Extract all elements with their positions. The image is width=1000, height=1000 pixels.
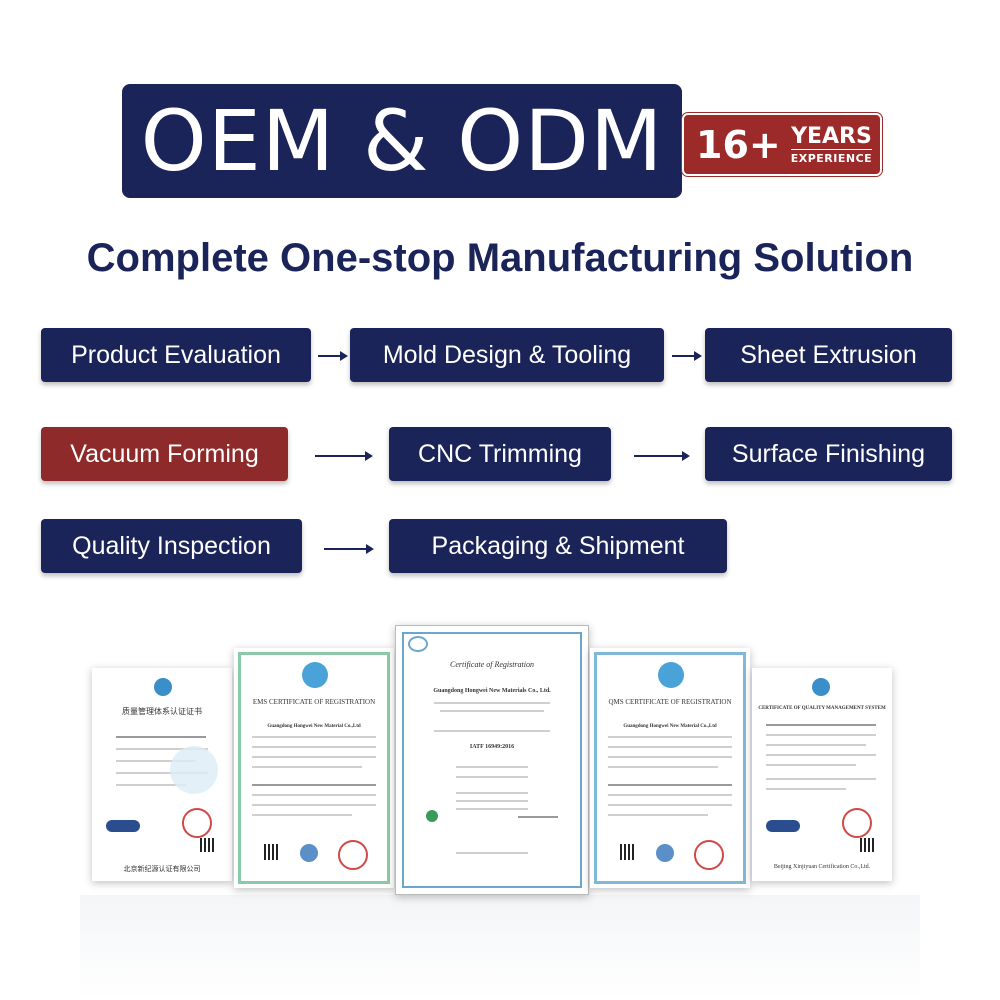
step-surface-finishing: Surface Finishing: [705, 427, 952, 481]
cert-title: Certificate of Registration: [450, 660, 534, 669]
certificate-1: 质量管理体系认证证书 北京新纪源认证有限公司: [92, 668, 232, 881]
step-mold-design: Mold Design & Tooling: [350, 328, 664, 382]
cert-company: Guangdong Hongwei New Materials Co., Ltd…: [433, 688, 551, 694]
cert-issuer: 北京新纪源认证有限公司: [123, 865, 201, 873]
arrow-icon: [634, 451, 690, 461]
certificate-4: QMS CERTIFICATE OF REGISTRATION Guangdon…: [590, 648, 750, 888]
badge-experience: EXPERIENCE: [790, 148, 873, 165]
seal-icon: [182, 808, 212, 838]
qr-code-icon: [620, 844, 636, 860]
globe-icon: [426, 810, 438, 822]
floor-reflection: [80, 895, 920, 1000]
cert-company: Guangdong Hongwei New Material Co.,Ltd: [623, 724, 717, 729]
qr-code-icon: [264, 844, 280, 860]
arrow-icon: [324, 544, 374, 554]
certificate-3: Certificate of Registration Guangdong Ho…: [395, 625, 589, 895]
iaf-logo-icon: [766, 820, 800, 832]
logo-icon: [302, 662, 328, 688]
headline-banner: OEM & ODM: [122, 84, 682, 198]
step-packaging-shipment: Packaging & Shipment: [389, 519, 727, 573]
cert-title: EMS CERTIFICATE OF REGISTRATION: [252, 698, 376, 706]
subtitle: Complete One-stop Manufacturing Solution: [86, 236, 914, 280]
logo-icon: [658, 662, 684, 688]
iaf-logo-icon: [106, 820, 140, 832]
cert-title: 质量管理体系认证证书: [122, 707, 202, 716]
step-vacuum-forming: Vacuum Forming: [41, 427, 288, 481]
logo-icon: [408, 636, 428, 652]
arrow-icon: [315, 451, 373, 461]
seal-icon: [694, 840, 724, 870]
seal-icon: [842, 808, 872, 838]
cert-company: Guangdong Hongwei New Material Co.,Ltd: [267, 724, 361, 729]
cert-standard: IATF 16949:2016: [469, 744, 515, 750]
cert-title: QMS CERTIFICATE OF REGISTRATION: [608, 698, 732, 706]
badge-number: 16+: [696, 122, 781, 167]
badge-icon: [656, 844, 674, 862]
logo-icon: [812, 678, 830, 696]
seal-icon: [338, 840, 368, 870]
step-cnc-trimming: CNC Trimming: [389, 427, 611, 481]
logo-icon: [154, 678, 172, 696]
certificate-5: CERTIFICATE OF QUALITY MANAGEMENT SYSTEM…: [752, 668, 892, 881]
badge-years: YEARS: [791, 123, 872, 149]
arrow-icon: [318, 351, 348, 361]
qr-code-icon: [200, 838, 214, 852]
cert-issuer: Beijing Xinjiyuan Certification Co.,Ltd.: [773, 864, 871, 870]
qr-code-icon: [860, 838, 874, 852]
experience-badge: 16+ YEARS EXPERIENCE: [682, 113, 882, 176]
step-product-evaluation: Product Evaluation: [41, 328, 311, 382]
step-sheet-extrusion: Sheet Extrusion: [705, 328, 952, 382]
cert-title: CERTIFICATE OF QUALITY MANAGEMENT SYSTEM: [758, 706, 886, 711]
headline-title: OEM & ODM: [140, 92, 664, 190]
badge-text: YEARS EXPERIENCE: [790, 123, 873, 165]
arrow-icon: [672, 351, 702, 361]
step-quality-inspection: Quality Inspection: [41, 519, 302, 573]
badge-icon: [300, 844, 318, 862]
certificate-2: EMS CERTIFICATE OF REGISTRATION Guangdon…: [234, 648, 394, 888]
